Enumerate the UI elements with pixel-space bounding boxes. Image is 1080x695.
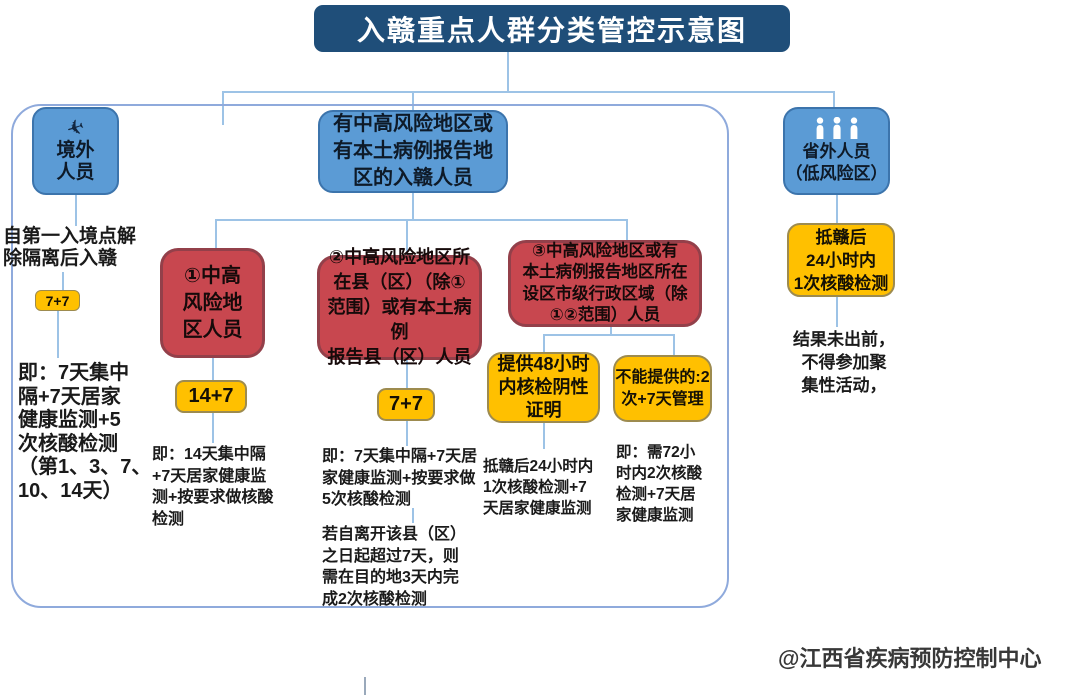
- attribution-text: @江西省疾病预防控制中心: [778, 646, 1042, 671]
- option-no-proof-detail: 即：需72小 时内2次核酸 检测+7天居 家健康监测: [616, 444, 703, 524]
- people-icon: [816, 117, 857, 139]
- node-category-2: ②中高风险地区所 在县（区）（除① 范围）或有本土病例 报告县（区）人员: [317, 247, 482, 367]
- connector-line: [406, 421, 408, 446]
- connector-line: [75, 195, 77, 226]
- node-out-of-province: 省外人员 （低风险区）: [783, 107, 890, 195]
- category-2-extra-note: 若自离开该县（区） 之日起超过7天，则 需在目的地3天内完 成2次核酸检测: [322, 526, 467, 608]
- connector-line: [412, 91, 414, 112]
- connector-line: [222, 91, 224, 125]
- badge-arrival-test: 抵赣后 24小时内 1次核酸检测: [787, 223, 895, 297]
- out-of-province-detail: 结果未出前， 不得参加聚 集性活动，: [793, 330, 895, 395]
- airplane-icon: ✈: [63, 114, 88, 142]
- connector-line: [406, 360, 408, 389]
- category-1-detail: 即：14天集中隔 +7天居家健康监 测+按要求做核酸 检测: [152, 446, 274, 528]
- connector-line: [62, 272, 64, 291]
- connector-line: [406, 219, 408, 257]
- connector-line: [215, 219, 217, 250]
- category-2-detail: 即：7天集中隔+7天居 家健康监测+按要求做 5次核酸检测: [322, 448, 478, 508]
- badge-no-proof: 不能提供的:2 次+7天管理: [613, 355, 712, 422]
- connector-line: [507, 52, 509, 92]
- node-label: 省外人员 （低风险区）: [785, 142, 888, 183]
- connector-line: [215, 219, 628, 221]
- connector-line: [212, 358, 214, 381]
- connector-line: [673, 334, 675, 356]
- connector-line: [836, 195, 838, 224]
- connector-stub-line: [364, 677, 366, 695]
- badge-14plus7: 14+7: [175, 380, 247, 413]
- node-risk-area-group: 有中高风险地区或 有本土病例报告地 区的入赣人员: [318, 110, 508, 193]
- connector-line: [610, 327, 612, 336]
- connector-line: [833, 91, 835, 109]
- page-title: 入赣重点人群分类管控示意图: [314, 5, 790, 52]
- connector-line: [836, 297, 838, 327]
- node-category-1: ①中高 风险地 区人员: [160, 248, 265, 358]
- connector-line: [222, 91, 835, 93]
- node-category-3: ③中高风险地区或有 本土病例报告地区所在 设区市级行政区域（除 ①②范围）人员: [508, 240, 702, 327]
- node-label: 境外 人员: [56, 139, 95, 183]
- connector-line: [412, 508, 414, 523]
- connector-line: [543, 423, 545, 449]
- badge-7plus7-overseas: 7+7: [35, 290, 80, 311]
- overseas-policy-detail: 即：7天集中 隔+7天居家 健康监测+5 次核酸检测 （第1、3、7、 10、1…: [18, 362, 152, 502]
- connector-line: [412, 193, 414, 220]
- connector-line: [543, 334, 545, 353]
- option-proof-detail: 抵赣后24小时内 1次核酸检测+7 天居家健康监测: [483, 458, 594, 517]
- connector-line: [57, 311, 59, 358]
- connector-line: [543, 334, 675, 336]
- badge-7plus7: 7+7: [377, 388, 435, 421]
- connector-line: [626, 219, 628, 242]
- main-group-frame: [11, 104, 729, 608]
- connector-line: [212, 413, 214, 443]
- badge-48h-negative-proof: 提供48小时 内核检阴性 证明: [487, 352, 600, 423]
- node-overseas-personnel: ✈ 境外 人员: [32, 107, 119, 195]
- overseas-entry-note: 自第一入境点解 除隔离后入赣: [3, 226, 137, 269]
